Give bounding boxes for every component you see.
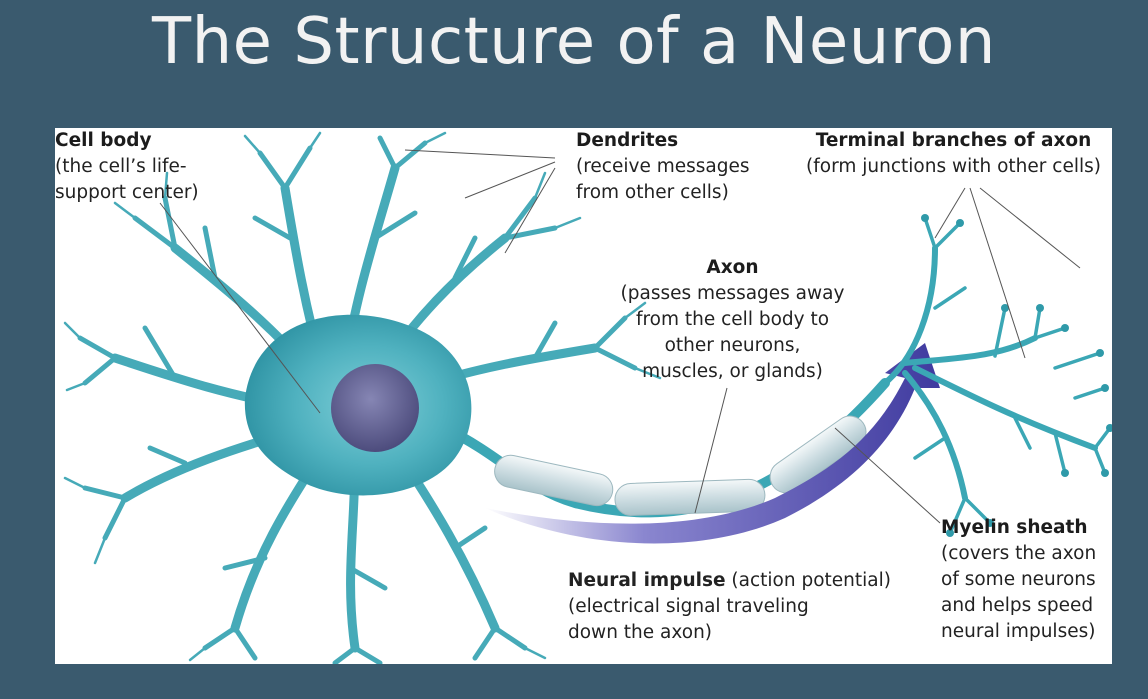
axon-line-1: (passes messages away	[620, 283, 845, 304]
myelin-sheath-line-1: (covers the axon	[941, 543, 1097, 564]
myelin-sheath-segments	[494, 415, 867, 516]
terminal-branches-line-1: (form junctions with other cells)	[806, 156, 1101, 177]
axon-line-4: muscles, or glands)	[642, 361, 823, 382]
slide-title: The Structure of a Neuron	[152, 5, 996, 79]
neural-impulse-title-line: Neural impulse (action potential)	[568, 568, 891, 594]
dendrites-label: Dendrites (receive messages from other c…	[576, 128, 749, 206]
axon-heading: Axon	[706, 257, 759, 278]
neural-impulse-arrow	[485, 343, 940, 544]
neural-impulse-line-2: down the axon)	[568, 622, 713, 643]
cell-body-label: Cell body (the cell’s life- support cent…	[55, 128, 199, 206]
axon-line-2: from the cell body to	[635, 309, 830, 330]
neural-impulse-label: Neural impulse (action potential) (elect…	[568, 568, 891, 646]
neuron-illustration	[63, 131, 1112, 664]
axon-line-3: other neurons,	[664, 335, 801, 356]
neural-impulse-heading-suffix: (action potential)	[725, 570, 891, 591]
dendrites-line-2: from other cells)	[576, 182, 729, 203]
myelin-sheath-label: Myelin sheath (covers the axon of some n…	[941, 515, 1096, 645]
neural-impulse-heading: Neural impulse	[568, 570, 726, 591]
dendrites-heading: Dendrites	[576, 130, 679, 151]
nucleus	[331, 364, 419, 452]
cell-body-line-2: support center)	[55, 182, 199, 203]
neural-impulse-line-1: (electrical signal traveling	[568, 596, 809, 617]
neuron-diagram: Cell body (the cell’s life- support cent…	[55, 128, 1112, 664]
cell-body-heading: Cell body	[55, 130, 152, 151]
myelin-sheath-line-3: and helps speed	[941, 595, 1094, 616]
cell-body-line-1: (the cell’s life-	[55, 156, 187, 177]
terminal-branches	[882, 214, 1112, 537]
myelin-sheath-line-4: neural impulses)	[941, 621, 1096, 642]
cell-body	[244, 314, 472, 496]
terminal-branches-heading: Terminal branches of axon	[815, 130, 1092, 151]
leader-lines	[159, 149, 1081, 524]
dendrites-line-1: (receive messages	[576, 156, 750, 177]
myelin-sheath-line-2: of some neurons	[941, 569, 1096, 590]
axon-label: Axon (passes messages away from the cell…	[595, 255, 870, 385]
myelin-sheath-heading: Myelin sheath	[941, 517, 1088, 538]
terminal-branches-label: Terminal branches of axon (form junction…	[795, 128, 1112, 180]
